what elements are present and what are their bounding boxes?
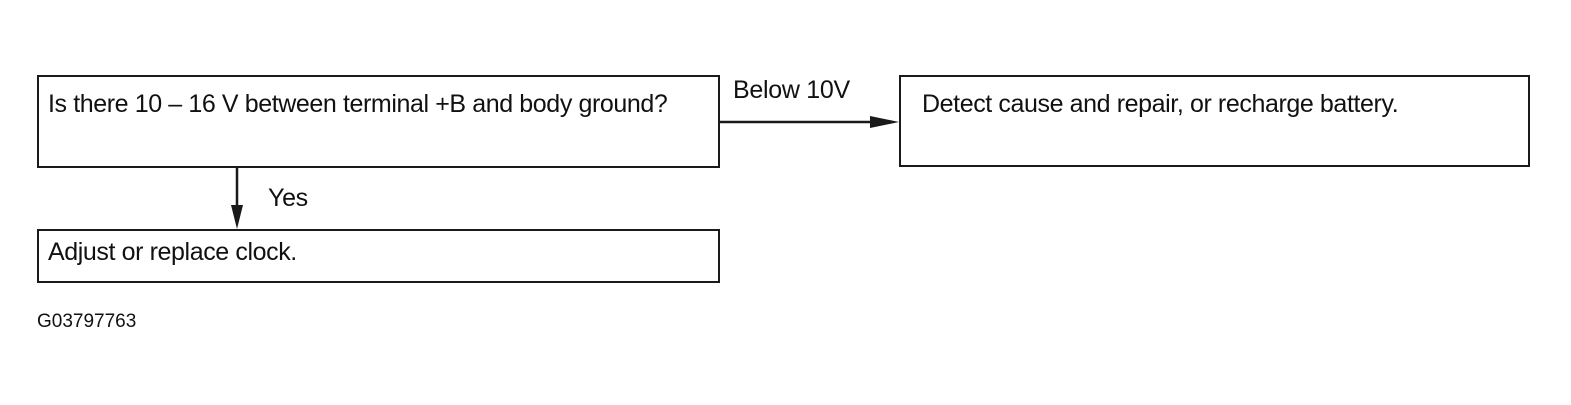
- result-low-text: Detect cause and repair, or recharge bat…: [922, 90, 1399, 118]
- question-text: Is there 10 – 16 V between terminal +B a…: [48, 90, 668, 118]
- arrow-below-10v: [720, 116, 899, 128]
- result-yes-box: [37, 229, 720, 283]
- question-box: [37, 75, 720, 168]
- result-low-box: [899, 75, 1530, 167]
- edge-label-below-10v: Below 10V: [733, 76, 850, 104]
- figure-id: G03797763: [37, 311, 137, 332]
- arrow-yes: [231, 168, 243, 229]
- result-yes-text: Adjust or replace clock.: [48, 238, 297, 266]
- edge-label-yes: Yes: [268, 184, 308, 212]
